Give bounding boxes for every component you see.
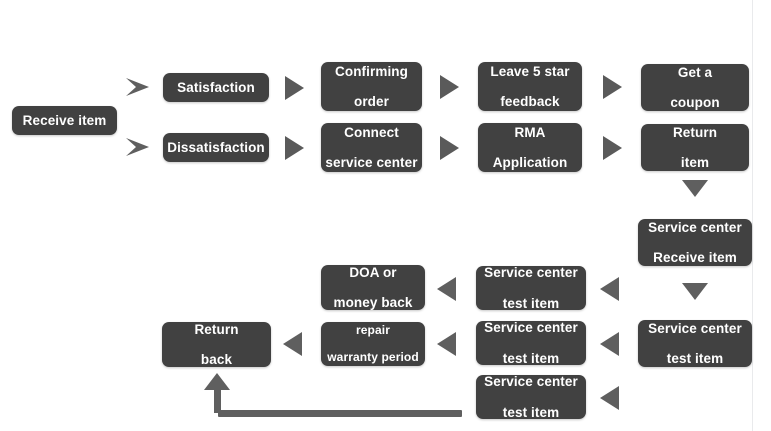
node-rma-application-line1: RMA [514, 124, 546, 140]
node-leave-5-star-feedback[interactable]: Leave 5 star feedback [478, 62, 582, 111]
node-repair-warranty-period-text: repair warranty period [327, 310, 419, 377]
arrow-right-icon-dissatisfaction-to-connect [285, 136, 304, 160]
node-service-center-test-item-right[interactable]: Service center test item [638, 320, 752, 367]
arrow-left-icon-to-sc-test-item-2 [600, 332, 619, 356]
node-service-center-test-item-3-line2: test item [502, 404, 560, 420]
loop-vertical-line [214, 389, 221, 413]
loop-up-arrowhead-icon [204, 373, 230, 390]
node-receive-item-label: Receive item [22, 112, 107, 128]
node-leave-5-star-feedback-line2: feedback [500, 94, 560, 110]
node-confirming-order[interactable]: Confirming order [321, 62, 422, 111]
arrow-left-icon-repair-to-return-back [283, 332, 302, 356]
arrow-left-icon-test1-to-doa [437, 277, 456, 301]
node-service-center-receive-item[interactable]: Service center Receive item [638, 219, 752, 266]
node-service-center-test-item-2-text: Service center test item [484, 305, 578, 381]
node-get-a-coupon-line1: Get a [677, 64, 713, 80]
node-service-center-test-item-1-line1: Service center [484, 265, 578, 281]
node-repair-warranty-period-line2: warranty period [327, 349, 419, 364]
node-service-center-test-item-right-line1: Service center [648, 320, 742, 336]
node-dissatisfaction[interactable]: Dissatisfaction [163, 133, 269, 162]
arrow-right-icon-confirming-to-feedback [440, 75, 459, 99]
node-get-a-coupon[interactable]: Get a coupon [641, 64, 749, 111]
node-service-center-test-item-3-text: Service center test item [484, 359, 578, 431]
node-connect-service-center-text: Connect service center [325, 110, 417, 186]
node-service-center-receive-item-line2: Receive item [653, 250, 737, 266]
node-return-item-text: Return item [673, 110, 717, 186]
node-confirming-order-text: Confirming order [335, 49, 408, 125]
arrow-right-icon-rma-to-return-item [603, 136, 622, 160]
arrow-left-icon-to-sc-test-item-1 [600, 277, 619, 301]
node-repair-warranty-period-line1: repair [356, 322, 390, 337]
arrow-right-icon-connect-to-rma [440, 136, 459, 160]
arrow-right-icon-feedback-to-coupon [603, 75, 622, 99]
node-satisfaction-label: Satisfaction [177, 79, 255, 95]
node-doa-or-money-back[interactable]: DOA or money back [321, 265, 425, 310]
node-dissatisfaction-label: Dissatisfaction [167, 139, 265, 155]
node-service-center-test-item-1-text: Service center test item [484, 250, 578, 326]
arrow-left-icon-to-sc-test-item-3 [600, 386, 619, 410]
node-service-center-receive-item-line1: Service center [648, 219, 742, 235]
node-service-center-receive-item-text: Service center Receive item [648, 205, 742, 281]
arrow-down-icon-return-item-to-sc-receive [682, 180, 708, 197]
node-service-center-test-item-2[interactable]: Service center test item [476, 320, 586, 366]
arrow-left-icon-test2-to-repair [437, 332, 456, 356]
node-connect-service-center[interactable]: Connect service center [321, 123, 422, 172]
node-return-item-line1: Return [672, 124, 718, 140]
arrow-down-icon-sc-receive-to-sc-test [682, 283, 708, 300]
node-receive-item[interactable]: Receive item [12, 106, 117, 135]
node-rma-application[interactable]: RMA Application [478, 123, 582, 172]
node-connect-service-center-line2: service center [325, 155, 418, 171]
chevron-right-icon-to-satisfaction [125, 76, 151, 98]
node-return-back-line1: Return [194, 321, 239, 337]
loop-horizontal-line [218, 410, 462, 417]
arrow-right-icon-satisfaction-to-confirming [285, 76, 304, 100]
node-doa-or-money-back-line1: DOA or [349, 264, 397, 280]
node-repair-warranty-period[interactable]: repair warranty period [321, 322, 425, 366]
node-service-center-test-item-1[interactable]: Service center test item [476, 265, 586, 311]
node-confirming-order-line2: order [353, 94, 389, 110]
chevron-right-icon-to-dissatisfaction [125, 136, 151, 158]
node-return-item-line2: item [680, 155, 710, 171]
node-service-center-test-item-1-line2: test item [502, 295, 560, 311]
right-divider-line [752, 0, 753, 431]
node-service-center-test-item-2-line1: Service center [484, 320, 578, 336]
node-confirming-order-line1: Confirming [335, 63, 408, 79]
node-service-center-test-item-3-line1: Service center [484, 374, 578, 390]
node-satisfaction[interactable]: Satisfaction [163, 73, 269, 102]
node-return-item[interactable]: Return item [641, 124, 749, 171]
node-get-a-coupon-line2: coupon [670, 95, 720, 111]
node-leave-5-star-feedback-line1: Leave 5 star [490, 63, 570, 79]
node-doa-or-money-back-text: DOA or money back [333, 250, 412, 326]
node-rma-application-line2: Application [492, 155, 568, 171]
node-service-center-test-item-right-text: Service center test item [648, 306, 742, 382]
node-return-back-text: Return back [194, 307, 238, 383]
node-service-center-test-item-3[interactable]: Service center test item [476, 374, 586, 420]
node-leave-5-star-feedback-text: Leave 5 star feedback [490, 49, 569, 125]
node-return-back-line2: back [200, 352, 233, 368]
node-service-center-test-item-right-line2: test item [666, 351, 724, 367]
node-connect-service-center-line1: Connect [344, 124, 399, 140]
node-service-center-test-item-2-line2: test item [502, 350, 560, 366]
node-rma-application-text: RMA Application [493, 110, 568, 186]
node-return-back[interactable]: Return back [162, 322, 271, 367]
node-get-a-coupon-text: Get a coupon [670, 50, 719, 126]
node-doa-or-money-back-line2: money back [333, 295, 413, 311]
